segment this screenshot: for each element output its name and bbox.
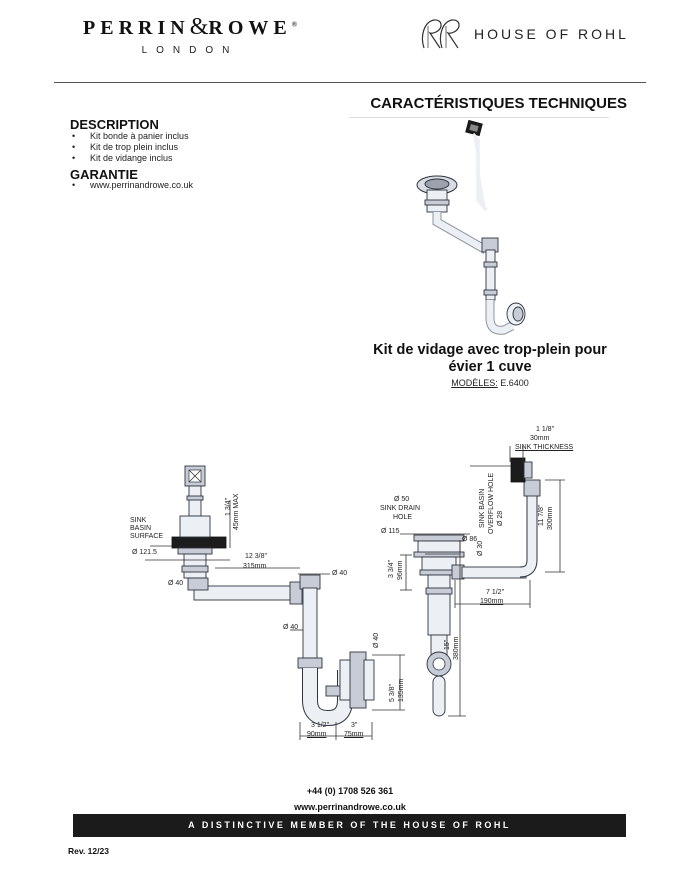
house-of-rohl-logo: HOUSE OF ROHL <box>418 14 658 54</box>
product-title-line-2: évier 1 cuve <box>448 359 532 375</box>
label-d40-a: Ø 40 <box>168 580 184 587</box>
product-title: Kit de vidage avec trop-plein pour évier… <box>330 342 650 376</box>
label-h-top-mm: 96mm <box>397 560 404 580</box>
label-max-height-mm: 45mm MAX <box>233 493 240 530</box>
perrin-rowe-logo: PERRIN&ROWE® LONDON <box>70 14 310 56</box>
label-h-in: 5 3/8" <box>389 683 396 702</box>
warranty-title: GARANTIE <box>70 167 138 182</box>
models-value: E.6400 <box>500 378 529 388</box>
label-w1-mm: 90mm <box>307 731 327 738</box>
technical-title: CARACTÉRISTIQUES TECHNIQUES <box>370 95 627 112</box>
description-list: Kit bonde à panier inclus Kit de trop pl… <box>70 131 290 164</box>
footer-banner: A DISTINCTIVE MEMBER OF THE HOUSE OF ROH… <box>73 814 626 837</box>
brand-word-rowe: ROWE <box>208 17 292 39</box>
technical-divider <box>349 117 609 118</box>
list-item: Kit bonde à panier inclus <box>70 131 290 142</box>
waste-kit-drawing <box>416 119 526 335</box>
list-item: www.perrinandrowe.co.uk <box>70 180 290 191</box>
label-d86: Ø 86 <box>462 536 478 543</box>
label-d40-c: Ø 40 <box>283 624 299 631</box>
description-title: DESCRIPTION <box>70 117 159 132</box>
website-link[interactable]: www.perrinandrowe.co.uk <box>294 802 406 812</box>
label-h-over-in: 11 7/8" <box>538 504 545 526</box>
registered-mark: ® <box>291 20 297 29</box>
label-len-in: 12 3/8" <box>245 553 267 560</box>
label-d40-b: Ø 40 <box>332 570 348 577</box>
house-of-rohl-text: HOUSE OF ROHL <box>474 26 629 42</box>
label-h-total-mm: 380mm <box>453 636 460 660</box>
label-sink-drain-1: SINK DRAIN <box>380 505 421 512</box>
right-view-drawing <box>400 446 565 717</box>
label-thick-in: 1 1/8" <box>536 426 555 433</box>
label-h-top-in: 3 3/4" <box>388 559 395 578</box>
models-label: MODÈLES: <box>451 378 498 388</box>
label-w-mm: 190mm <box>480 598 504 605</box>
label-len-mm: 315mm <box>243 563 267 570</box>
rr-monogram-icon <box>421 19 460 49</box>
label-d28: Ø 28 <box>497 510 504 526</box>
label-thick-mm: 30mm <box>530 435 550 442</box>
revision-label: Rev. 12/23 <box>68 846 109 856</box>
brand-sub-london: LONDON <box>141 45 239 56</box>
models-line: MODÈLES: E.6400 <box>330 378 650 388</box>
label-d40-d: Ø 40 <box>373 632 380 648</box>
label-max-height-frac: 1 3/4" <box>225 497 232 516</box>
brand-word-perrin: PERRIN <box>83 17 190 39</box>
label-w2-in: 3" <box>351 722 358 729</box>
product-title-line-1: Kit de vidage avec trop-plein pour <box>373 342 607 358</box>
label-sink-drain-2: HOLE <box>393 514 413 521</box>
label-d121: Ø 121.5 <box>132 549 157 556</box>
label-overflow-1: SINK BASIN <box>479 488 486 528</box>
label-w-in: 7 1/2" <box>486 589 505 596</box>
label-h-over-mm: 300mm <box>547 506 554 530</box>
label-sink-thickness: SINK THICKNESS <box>515 444 574 451</box>
label-d30: Ø 30 <box>477 540 484 556</box>
phone-number: +44 (0) 1708 526 361 <box>306 786 394 796</box>
label-overflow-2: OVERFLOW HOLE <box>488 472 495 534</box>
label-sink-basin-surface: SINK BASIN SURFACE <box>130 517 164 540</box>
label-h-total-in: 15" <box>444 639 451 650</box>
brand-ampersand: & <box>189 14 209 40</box>
label-w1-in: 3 1/2" <box>311 722 330 729</box>
warranty-list: www.perrinandrowe.co.uk <box>70 180 290 191</box>
left-view-drawing <box>145 465 405 740</box>
header-divider <box>54 82 646 83</box>
list-item: Kit de vidange inclus <box>70 153 290 164</box>
list-item: Kit de trop plein inclus <box>70 142 290 153</box>
label-d115: Ø 115 <box>381 528 400 535</box>
label-w2-mm: 75mm <box>344 731 364 738</box>
label-h-mm: 135mm <box>398 678 405 702</box>
label-d50: Ø 50 <box>394 496 410 503</box>
